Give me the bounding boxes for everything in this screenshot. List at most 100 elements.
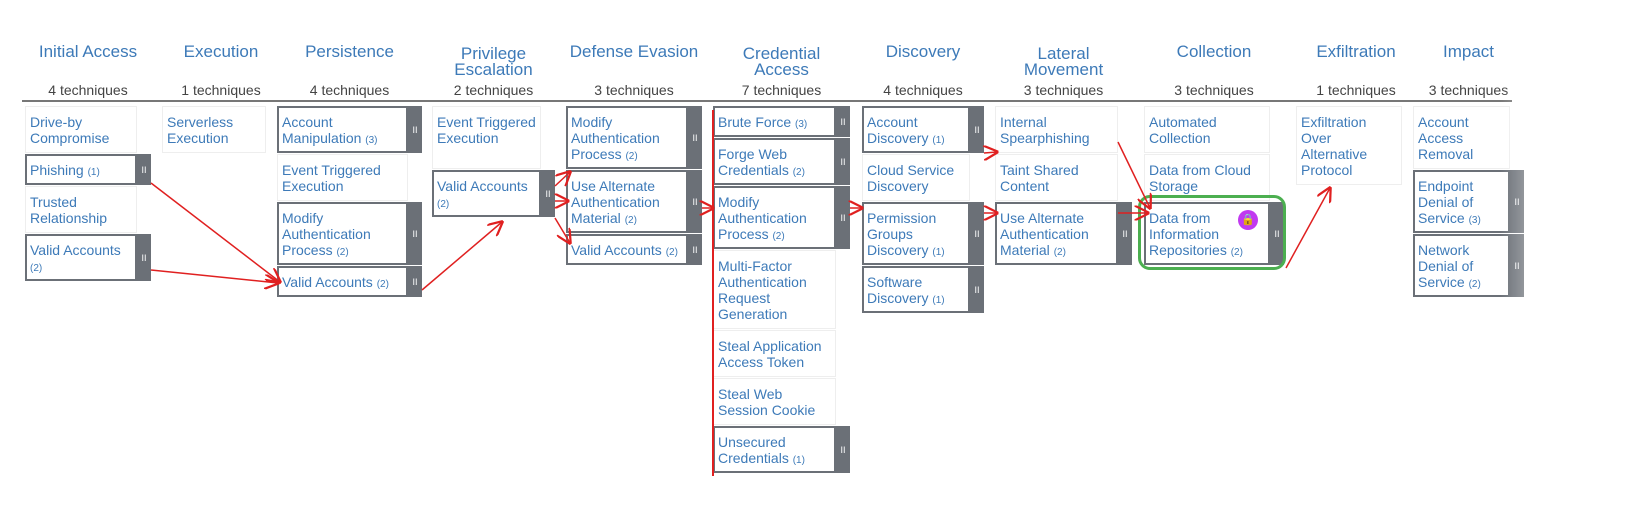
technique-cell[interactable]: Permission Groups Discovery (1) <box>862 202 970 265</box>
technique-cell[interactable]: Account Manipulation (3) <box>277 106 408 153</box>
subtechnique-count: (2) <box>625 151 638 162</box>
technique-cell[interactable]: Valid Accounts (2) <box>25 234 137 281</box>
expand-subtechniques-handle[interactable]: II <box>541 170 555 217</box>
technique-cell[interactable]: Use Alternate Authentication Material (2… <box>995 202 1118 265</box>
technique-cell[interactable]: Event Triggered Execution <box>277 154 408 201</box>
technique-cell[interactable]: Endpoint Denial of Service (3) <box>1413 170 1510 233</box>
technique-cell[interactable]: Steal Web Session Cookie <box>713 378 836 425</box>
technique-name: Data from Information Repositories <box>1149 210 1227 258</box>
technique-cell[interactable]: Phishing (1) <box>25 154 137 185</box>
subtechnique-count: (2) <box>772 231 785 242</box>
technique-cell[interactable]: Modify Authentication Process (2) <box>713 186 836 249</box>
tactic-title[interactable]: Initial Access <box>38 42 138 61</box>
expand-subtechniques-handle[interactable]: II <box>1270 202 1284 265</box>
expand-subtechniques-handle[interactable]: II <box>836 138 850 185</box>
expand-subtechniques-handle[interactable]: II <box>970 106 984 153</box>
technique-name: Drive-by Compromise <box>30 114 110 146</box>
attack-path-arrow <box>554 172 570 186</box>
technique-name: Data from Cloud Storage <box>1149 162 1251 194</box>
expand-subtechniques-handle[interactable]: II <box>688 170 702 233</box>
technique-cell[interactable]: Internal Spearphishing <box>995 106 1118 153</box>
expand-subtechniques-handle[interactable]: II <box>408 202 422 265</box>
attack-path-arrow <box>554 217 570 243</box>
subtechnique-count: (2) <box>30 263 43 274</box>
expand-subtechniques-handle[interactable]: II <box>688 234 702 265</box>
subtechnique-count: (2) <box>1468 279 1481 290</box>
expand-subtechniques-handle[interactable]: II <box>688 106 702 169</box>
expand-subtechniques-handle[interactable]: II <box>408 266 422 297</box>
expand-subtechniques-handle[interactable]: II <box>836 426 850 473</box>
lock-icon: 🔒 <box>1238 210 1258 230</box>
technique-cell[interactable]: Use Alternate Authentication Material (2… <box>566 170 688 233</box>
subtechnique-count: (1) <box>932 135 945 146</box>
technique-name: Phishing <box>30 162 84 178</box>
expand-subtechniques-handle[interactable]: II <box>970 266 984 313</box>
tactic-title[interactable]: Persistence <box>305 42 394 61</box>
attack-path-arrow <box>150 182 280 282</box>
technique-cell[interactable]: Cloud Service Discovery <box>862 154 970 201</box>
technique-cell[interactable]: Exfiltration Over Alternative Protocol <box>1296 106 1402 185</box>
expand-subtechniques-handle[interactable]: II <box>836 186 850 249</box>
subtechnique-count: (2) <box>665 247 678 258</box>
tactic-title[interactable]: Defense Evasion <box>569 42 699 61</box>
technique-cell[interactable]: Software Discovery (1) <box>862 266 970 313</box>
technique-count: 4 techniques <box>48 82 128 98</box>
tactic-title[interactable]: Lateral Movement <box>1023 44 1104 79</box>
expand-subtechniques-handle[interactable]: II <box>836 106 850 137</box>
expand-subtechniques-handle[interactable]: II <box>137 154 151 185</box>
technique-cell[interactable]: Data from Cloud Storage <box>1144 154 1270 201</box>
technique-cell[interactable]: Drive-by Compromise <box>25 106 137 153</box>
technique-cell[interactable]: Forge Web Credentials (2) <box>713 138 836 185</box>
technique-name: Brute Force <box>718 114 792 130</box>
technique-cell[interactable]: Valid Accounts (2) <box>432 170 541 217</box>
right-fade <box>1500 0 1650 517</box>
technique-count: 7 techniques <box>741 82 822 98</box>
tactic-title[interactable]: Credential Access <box>742 44 821 79</box>
technique-cell[interactable]: Brute Force (3) <box>713 106 836 137</box>
technique-name: Event Triggered Execution <box>282 162 381 194</box>
technique-name: Serverless Execution <box>167 114 234 146</box>
technique-name: Valid Accounts <box>571 242 662 258</box>
tactic-title[interactable]: Discovery <box>885 42 961 61</box>
technique-cell[interactable]: Account Discovery (1) <box>862 106 970 153</box>
expand-subtechniques-handle[interactable]: II <box>137 234 151 281</box>
technique-name: Endpoint Denial of Service <box>1418 178 1474 226</box>
expand-subtechniques-handle[interactable]: II <box>408 106 422 153</box>
technique-cell[interactable]: Automated Collection <box>1144 106 1270 153</box>
technique-count: 4 techniques <box>883 82 963 98</box>
technique-count: 3 techniques <box>1023 82 1104 98</box>
technique-cell[interactable]: Serverless Execution <box>162 106 266 153</box>
technique-name: Valid Accounts <box>282 274 373 290</box>
expand-subtechniques-handle[interactable]: II <box>1118 202 1132 265</box>
tactic-title[interactable]: Collection <box>1176 42 1252 61</box>
technique-cell[interactable]: Data from Information Repositories (2) 🔒 <box>1144 202 1270 265</box>
tactic-title[interactable]: Impact <box>1442 42 1495 61</box>
technique-name: Automated Collection <box>1149 114 1217 146</box>
technique-name: Trusted Relationship <box>30 194 108 226</box>
tactic-title[interactable]: Exfiltration <box>1316 42 1396 61</box>
technique-cell[interactable]: Steal Application Access Token <box>713 330 836 377</box>
technique-cell[interactable]: Modify Authentication Process (2) <box>277 202 408 265</box>
attack-path-arrow <box>1285 188 1330 269</box>
technique-name: Taint Shared Content <box>1000 162 1079 194</box>
technique-name: Account Access Removal <box>1418 114 1474 162</box>
technique-cell[interactable]: Event Triggered Execution <box>432 106 541 169</box>
technique-name: Software Discovery <box>867 274 929 306</box>
expand-subtechniques-handle[interactable]: II <box>970 202 984 265</box>
technique-name: Steal Application Access Token <box>718 338 822 370</box>
tactic-title[interactable]: Execution <box>183 42 259 61</box>
technique-cell[interactable]: Taint Shared Content <box>995 154 1118 201</box>
attack-path-arrow <box>421 222 502 291</box>
technique-cell[interactable]: Valid Accounts (2) <box>566 234 688 265</box>
subtechnique-count: (2) <box>624 215 637 226</box>
technique-cell[interactable]: Multi-Factor Authentication Request Gene… <box>713 250 836 329</box>
technique-name: Steal Web Session Cookie <box>718 386 816 418</box>
tactic-title[interactable]: Privilege Escalation <box>454 44 533 79</box>
technique-cell[interactable]: Unsecured Credentials (1) <box>713 426 836 473</box>
technique-cell[interactable]: Trusted Relationship <box>25 186 137 233</box>
subtechnique-count: (2) <box>437 199 450 210</box>
technique-cell[interactable]: Modify Authentication Process (2) <box>566 106 688 169</box>
subtechnique-count: (2) <box>1230 247 1243 258</box>
